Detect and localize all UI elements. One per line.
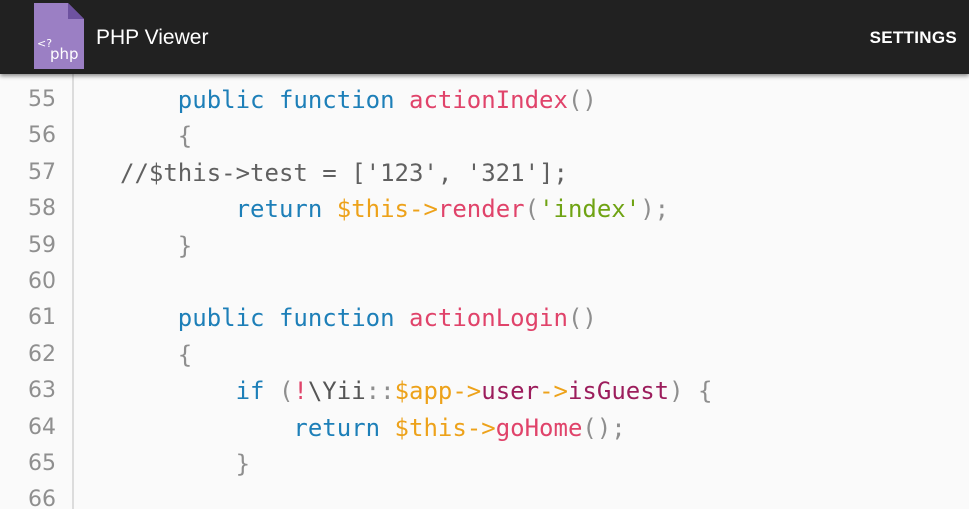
svg-text:php: php [50, 45, 79, 63]
code-token [322, 195, 336, 223]
code-token: $app [394, 377, 453, 406]
code-token: :: [365, 377, 395, 406]
code-token: actionLogin [409, 304, 568, 333]
code-line: 57 //$this->test = ['123', '321']; [0, 155, 969, 191]
code-token: ( [524, 195, 540, 224]
code-token: //$this->test = ['123', '321']; [120, 158, 568, 187]
code-token: -> [409, 195, 438, 224]
code-token: function [278, 86, 395, 114]
code-line: 55 public function actionIndex() [0, 82, 969, 118]
code-token [395, 304, 409, 332]
code-token [265, 304, 279, 332]
code-token [120, 377, 236, 405]
code-text: //$this->test = ['123', '321']; [120, 155, 568, 191]
code-editor[interactable]: 55 public function actionIndex()56 {57//… [0, 74, 969, 509]
line-number: 56 [28, 123, 56, 149]
code-token: $this [394, 413, 467, 442]
code-token: 'index' [539, 195, 641, 224]
code-token: user [481, 377, 540, 406]
php-file-icon: <? php [34, 3, 84, 69]
code-line: 64 return $this->goHome(); [0, 410, 969, 446]
code-text: { [120, 337, 192, 373]
code-token: ( [264, 377, 294, 406]
code-token: () [567, 304, 597, 333]
code-line: 61 public function actionLogin() [0, 300, 969, 336]
app-title: PHP Viewer [96, 26, 209, 49]
code-token [120, 86, 178, 114]
code-line: 62 { [0, 337, 969, 373]
code-line: 59 } [0, 228, 969, 264]
code-token: { [120, 340, 193, 369]
line-number: 58 [28, 196, 56, 222]
code-token: } [120, 231, 193, 260]
code-token: render [437, 195, 525, 224]
code-token: -> [452, 377, 482, 406]
line-number: 65 [28, 451, 56, 476]
code-token: \Yii [307, 377, 366, 406]
code-text: if (!\Yii::$app->user->isGuest) { [120, 373, 713, 409]
code-line: 58 return $this->render('index'); [0, 191, 969, 227]
settings-button[interactable]: SETTINGS [870, 25, 957, 51]
line-number: 60 [28, 269, 56, 294]
code-token: function [278, 304, 395, 333]
line-number: 64 [28, 414, 56, 440]
code-token: return [293, 413, 381, 442]
code-text: } [120, 446, 250, 482]
app-bar: <? php PHP Viewer SETTINGS [0, 0, 969, 74]
line-number: 63 [28, 378, 56, 404]
code-line: 66 [0, 482, 969, 509]
code-text: { [120, 118, 192, 154]
code-text: } [120, 228, 192, 264]
code-token: goHome [495, 413, 583, 442]
code-token: isGuest [567, 377, 670, 406]
code-token [380, 414, 394, 442]
code-token: (); [582, 413, 626, 442]
code-line: 65 } [0, 446, 969, 482]
line-number: 59 [28, 232, 56, 258]
line-number: 62 [28, 341, 56, 367]
code-token: () [567, 86, 597, 114]
code-line: 60 [0, 264, 969, 300]
code-line: 63 if (!\Yii::$app->user->isGuest) { [0, 373, 969, 409]
code-text: public function actionIndex() [120, 82, 597, 118]
code-token: ! [293, 377, 308, 406]
code-token: public [177, 86, 265, 114]
code-token [120, 414, 293, 442]
code-token: ); [640, 195, 670, 224]
gutter-divider [72, 74, 74, 509]
line-number: 61 [28, 305, 56, 331]
code-token: $this [336, 195, 409, 224]
code-token [395, 86, 409, 114]
code-line: 56 { [0, 118, 969, 154]
code-token: public [177, 304, 265, 333]
code-token: } [120, 450, 251, 478]
code-token: if [235, 377, 265, 406]
code-text: return $this->render('index'); [120, 191, 670, 227]
line-number: 66 [28, 487, 56, 509]
code-token [120, 304, 178, 332]
line-number: 57 [28, 159, 56, 185]
code-token: actionIndex [409, 86, 568, 114]
code-token: -> [466, 413, 496, 442]
code-token: -> [539, 377, 568, 406]
line-number: 55 [28, 87, 56, 112]
svg-text:<?: <? [37, 37, 52, 50]
code-text: return $this->goHome(); [120, 410, 626, 446]
code-token: ) { [669, 377, 713, 406]
code-text: public function actionLogin() [120, 300, 597, 336]
code-token [120, 195, 236, 223]
code-token: { [120, 122, 193, 151]
code-token: return [235, 195, 323, 224]
code-token [265, 86, 279, 114]
